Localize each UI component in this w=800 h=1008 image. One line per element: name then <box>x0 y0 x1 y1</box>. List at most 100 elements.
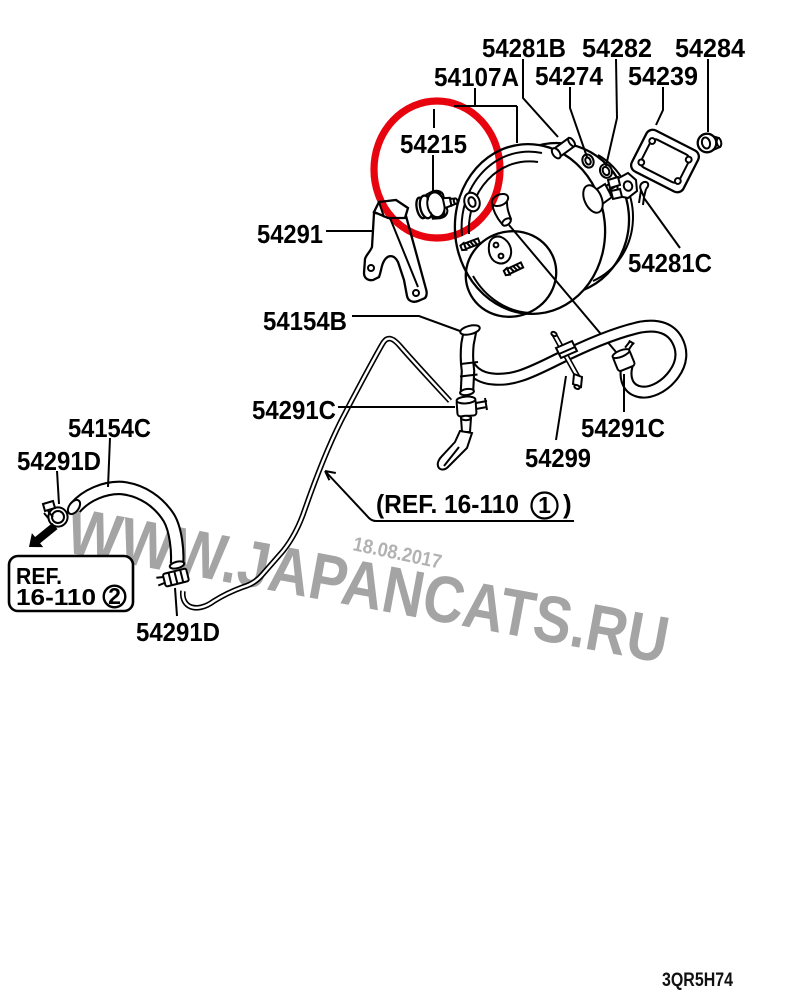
leader-54281C <box>643 197 681 249</box>
leader-54291D-bottom <box>174 587 178 617</box>
leader-54274 <box>569 87 588 158</box>
booster-rim-ridge-1 <box>460 150 543 237</box>
hose-54154C-shape-4 <box>168 560 186 570</box>
ref-box-2: REF. 16-110 2 <box>7 554 135 613</box>
part-label-54274: 54274 <box>535 61 603 91</box>
gasket-54239-shape-2 <box>639 138 691 184</box>
bracket-54291-shape-1 <box>362 211 428 303</box>
part-label-54284: 54284 <box>675 33 746 63</box>
clamp-54291C-right-shape-2 <box>611 348 631 360</box>
o-ring-54282 <box>598 163 614 179</box>
assembly-line-elbow-to-clamp <box>508 224 617 353</box>
leader-ref1-arrow <box>324 470 574 522</box>
part-label-54291C-right: 54291C <box>581 413 665 443</box>
gasket-54239-shape-3 <box>648 137 657 145</box>
clamp-54291C-left <box>455 395 488 418</box>
hose-54154B-shape-2 <box>461 321 686 397</box>
booster-pushrod <box>582 180 619 214</box>
highlight-ellipse <box>370 97 504 242</box>
pipe-54299-shape-5 <box>558 346 576 355</box>
clamp-54291D-topleft-shape-2 <box>51 510 65 524</box>
nut-54284 <box>696 132 723 154</box>
check-valve-fitting-shape-2 <box>460 414 472 422</box>
clevis-fork-shape-3 <box>606 175 622 190</box>
pipe-54299 <box>550 330 584 391</box>
ring-54274 <box>581 153 595 169</box>
clevis-pin-54281B-shape-3 <box>567 136 577 148</box>
clamp-54291D-bottom <box>156 567 190 588</box>
hose-54154C <box>66 480 186 570</box>
hose-54154B-shape-4 <box>461 330 476 392</box>
check-valve-fitting-shape-3 <box>436 429 474 471</box>
gasket-54239-shape-4 <box>684 155 693 164</box>
check-valve-fitting-shape-4 <box>443 446 460 467</box>
bracket-54291-shape-5 <box>412 289 420 297</box>
check-valve-fitting <box>436 414 474 471</box>
part-label-54154C: 54154C <box>68 413 151 443</box>
part-label-54291D-bottom: 54291D <box>136 617 220 647</box>
check-valve-54215-shape-9 <box>452 197 459 205</box>
clamp-54291D-topleft <box>41 499 69 528</box>
clevis-fork <box>606 171 639 201</box>
hose-54154B <box>459 319 688 399</box>
mounting-stud-1 <box>459 237 482 252</box>
mounting-stud-2-shape-2 <box>509 263 522 273</box>
booster-back-seam <box>592 154 634 282</box>
watermark: WWW.JAPANCATS.RU 18.08.2017 <box>61 493 674 677</box>
check-valve-port-ring-inner <box>467 196 477 208</box>
ring-54274-shape-2 <box>584 156 592 166</box>
part-label-54281C: 54281C <box>628 248 712 278</box>
clevis-pin-54281B-shape-2 <box>550 147 562 160</box>
check-valve-54215 <box>415 189 459 220</box>
clamp-54291C-left-shape-3 <box>475 397 488 411</box>
clamp-54291C-left-shape-2 <box>455 395 477 405</box>
ref2-num: 2 <box>108 583 121 609</box>
leader-54282 <box>605 58 619 167</box>
vacuum-pipe-long <box>179 335 453 611</box>
clamp-54291C-right <box>611 339 636 372</box>
clevis-pin-54281B <box>550 136 577 160</box>
leader-lines <box>56 58 709 617</box>
booster-hub <box>487 235 513 265</box>
pipe-54299-shape-6 <box>571 372 584 389</box>
ref2-circle <box>102 584 127 609</box>
o-ring-54282-shape-2 <box>601 165 611 177</box>
part-label-54299: 54299 <box>525 443 591 473</box>
mounting-stud-1-shape-2 <box>466 239 478 248</box>
cotter-pin-54281C-shape-1 <box>638 180 650 206</box>
part-label-54291: 54291 <box>257 219 323 249</box>
part-label-54291D-topleft: 54291D <box>17 446 101 476</box>
clamp-54291D-bottom-shape-2 <box>156 569 185 587</box>
check-valve-54215-shape-5 <box>428 190 445 219</box>
clamp-54291D-topleft-shape-3 <box>41 499 57 513</box>
leader-54154B <box>352 315 461 332</box>
part-label-54154B: 54154B <box>263 306 347 336</box>
ref2-line1: REF. <box>16 563 62 589</box>
booster-face-plate <box>464 230 558 318</box>
part-label-54282: 54282 <box>582 33 652 63</box>
clamp-54291D-topleft-shape-4 <box>43 510 54 520</box>
leader-54154C <box>107 437 111 488</box>
hose-54154C-shape-2 <box>71 482 183 565</box>
booster-hub-shape-2 <box>492 241 500 249</box>
pipe-54299-shape-3 <box>550 330 558 338</box>
hose-54154C-shape-3 <box>66 498 82 516</box>
ref1-num: 1 <box>538 492 551 518</box>
part-labels: 54281B 54282 54284 54107A 54274 54239 54… <box>17 33 746 647</box>
part-label-54291C-left: 54291C <box>252 395 336 425</box>
nut-54284-shape-4 <box>700 136 712 150</box>
ref1-text: (REF. 16-110 <box>376 489 519 519</box>
vacuum-elbow-port-shape-3 <box>501 217 512 227</box>
brake-booster-body <box>453 141 634 318</box>
mounting-stud-2 <box>502 261 525 277</box>
mounting-stud-2-shape-3 <box>502 266 512 277</box>
cotter-pin-54281C <box>638 180 650 206</box>
part-label-54215: 54215 <box>400 129 467 159</box>
artwork-shape-1 <box>29 522 58 548</box>
pipe-54299-shape-2 <box>552 333 582 382</box>
vacuum-pipe-long-shape-2 <box>181 337 451 609</box>
ref1-circle <box>530 491 559 520</box>
gasket-54239 <box>629 128 701 194</box>
